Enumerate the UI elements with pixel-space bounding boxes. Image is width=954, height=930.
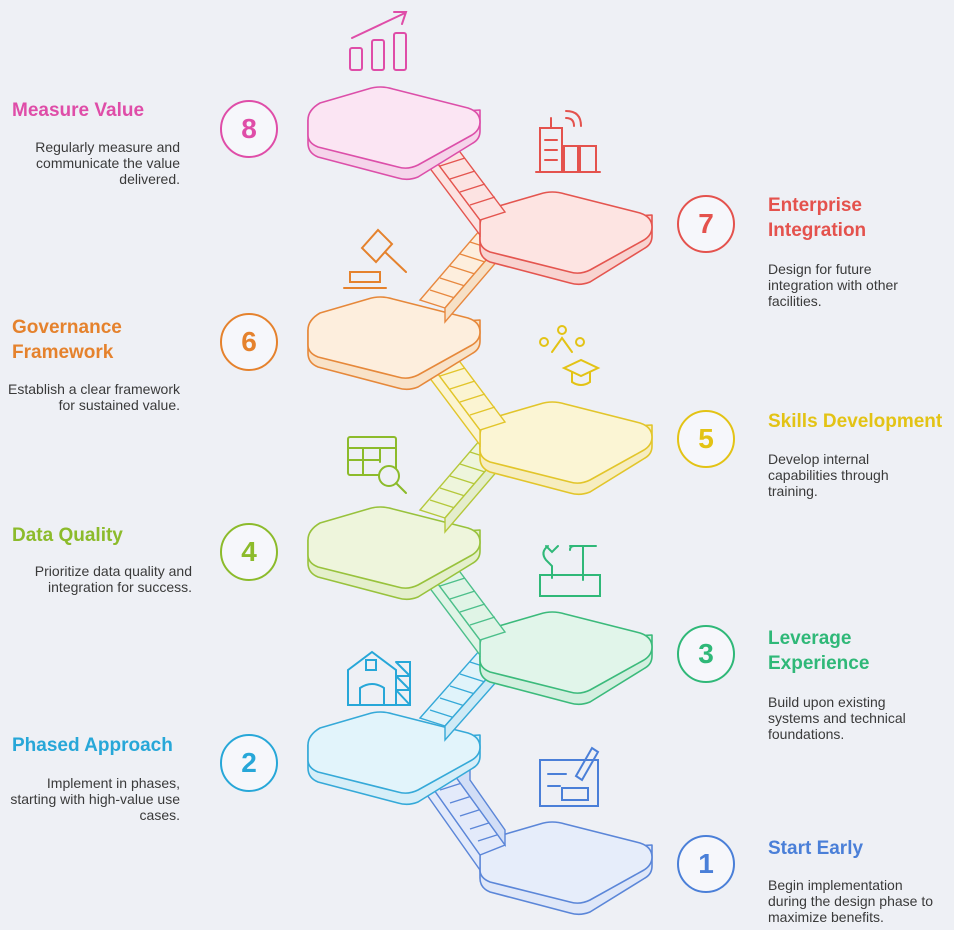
step-number-3: 3 [677, 625, 735, 683]
growth-chart-icon [349, 11, 408, 71]
step-desc-6: Establish a clear framework for sustaine… [8, 381, 180, 413]
step-title-8: Measure Value [12, 100, 145, 121]
platform-3 [479, 611, 653, 706]
toolbox-icon [539, 545, 601, 597]
step-desc-5: Develop internal capabilities through tr… [768, 451, 889, 499]
step-title-1: Start Early [768, 838, 864, 859]
platform-4 [307, 506, 481, 601]
step-number-6: 6 [220, 313, 278, 371]
step-desc-4: Prioritize data quality and integration … [34, 563, 192, 595]
platform-8 [307, 86, 481, 181]
step-title-4: Data Quality [12, 525, 123, 546]
table-search-icon [347, 436, 407, 494]
platform-5 [479, 401, 653, 496]
step-desc-8: Regularly measure and communicate the va… [35, 139, 180, 187]
step-number-2: 2 [220, 734, 278, 792]
step-desc-1: Begin implementation during the design p… [768, 877, 934, 925]
step-number-7: 7 [677, 195, 735, 253]
platform-6 [307, 296, 481, 391]
step-number-4: 4 [220, 523, 278, 581]
step-title-3: Leverage Experience [768, 628, 870, 674]
step-number-1: 1 [677, 835, 735, 893]
gavel-icon [343, 228, 407, 289]
step-title-7: Enterprise Integration [768, 195, 867, 241]
step-number-8: 8 [220, 100, 278, 158]
building-construction-icon [347, 650, 411, 706]
planning-sketch-icon [539, 746, 600, 807]
graduation-cap-icon [539, 325, 601, 386]
step-title-6: Governance Framework [12, 317, 122, 363]
step-number-5: 5 [677, 410, 735, 468]
platform-2 [307, 711, 481, 806]
step-desc-2: Implement in phases, starting with high-… [10, 775, 180, 823]
platform-7 [479, 191, 653, 286]
step-title-2: Phased Approach [12, 735, 173, 756]
step-desc-7: Design for future integration with other… [768, 261, 898, 309]
step-title-5: Skills Development [768, 411, 943, 432]
city-signal-icon [535, 110, 601, 173]
platform-1 [479, 821, 653, 916]
step-desc-3: Build upon existing systems and technica… [768, 694, 906, 742]
